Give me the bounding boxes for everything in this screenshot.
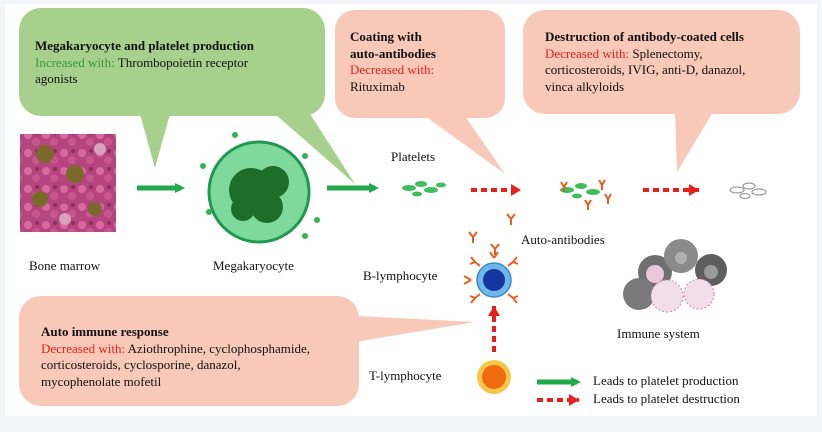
coating-bubble-text: Coating with auto-antibodies Decreased w… — [350, 29, 510, 95]
label-megakaryocyte: Megakaryocyte — [213, 258, 294, 273]
destruction-bubble-text: Destruction of antibody-coated cells Dec… — [545, 29, 805, 95]
coating-text: Rituximab — [350, 78, 405, 94]
destruction-bubble — [523, 10, 800, 172]
destruction-prefix: Decreased with: — [545, 45, 630, 61]
production-text-1: Thrombopoietin receptor — [114, 54, 249, 70]
coating-title-1: Coating with — [350, 29, 422, 44]
production-bubble-text: Megakaryocyte and platelet production In… — [35, 38, 325, 88]
arrow-to-destruction-head — [689, 184, 699, 196]
label-t-lymphocyte: T-lymphocyte — [369, 368, 442, 383]
megakaryocyte-cell — [200, 132, 320, 244]
b-lymphocyte-cell — [463, 251, 519, 304]
diagram-canvas: Megakaryocyte and platelet production In… — [5, 4, 817, 416]
legend-destruction-text: Leads to platelet destruction — [593, 391, 740, 406]
coating-bubble — [335, 10, 505, 174]
label-bone-marrow: Bone marrow — [29, 258, 101, 273]
immune-system-cells — [623, 239, 727, 313]
destruction-text-1: Splenectomy, — [629, 45, 703, 61]
destruction-arrows — [471, 184, 699, 352]
arrow-to-coated-head — [511, 184, 521, 196]
autoimmune-text-1: Aziothrophine, cyclophosphamide, — [125, 340, 310, 356]
production-title: Megakaryocyte and platelet production — [35, 38, 254, 53]
autoimmune-title: Auto immune response — [41, 324, 169, 339]
production-bubble — [19, 8, 355, 184]
autoimmune-prefix: Decreased with: — [41, 340, 126, 356]
destruction-title: Destruction of antibody-coated cells — [545, 29, 744, 44]
free-antibodies — [468, 213, 516, 255]
label-immune-system: Immune system — [617, 326, 700, 341]
autoimmune-text-2: corticosteroids, cyclosporine, danazol, — [41, 357, 241, 372]
autoimmune-bubble-text: Auto immune response Decreased with: Azi… — [41, 324, 361, 390]
destroyed-platelets — [729, 182, 767, 200]
bone-marrow-image — [20, 134, 116, 232]
platelets-cluster — [402, 181, 446, 197]
destruction-text-2: corticosteroids, IVIG, anti-D, danazol, — [545, 62, 746, 77]
legend-destruction-line — [537, 394, 579, 406]
label-platelets: Platelets — [391, 149, 436, 164]
legend-production-text: Leads to platelet production — [593, 373, 739, 388]
coated-platelets — [560, 179, 612, 210]
production-prefix: Increased with: — [35, 54, 115, 70]
arrow-t-to-b-head — [488, 306, 500, 316]
diagram-graphics — [19, 8, 800, 406]
autoimmune-bubble — [19, 296, 475, 406]
t-lymphocyte-cell — [477, 360, 511, 394]
label-auto-antibodies: Auto-antibodies — [521, 232, 605, 247]
autoimmune-text-3: mycophenolate mofetil — [41, 373, 162, 389]
coating-prefix: Decreased with: — [350, 62, 435, 77]
coating-title-2: auto-antibodies — [350, 45, 436, 61]
legend-red-head — [569, 394, 579, 406]
production-text-2: agonists — [35, 71, 78, 86]
label-b-lymphocyte: B-lymphocyte — [363, 268, 438, 283]
destruction-text-3: vinca alkyloids — [545, 78, 625, 94]
